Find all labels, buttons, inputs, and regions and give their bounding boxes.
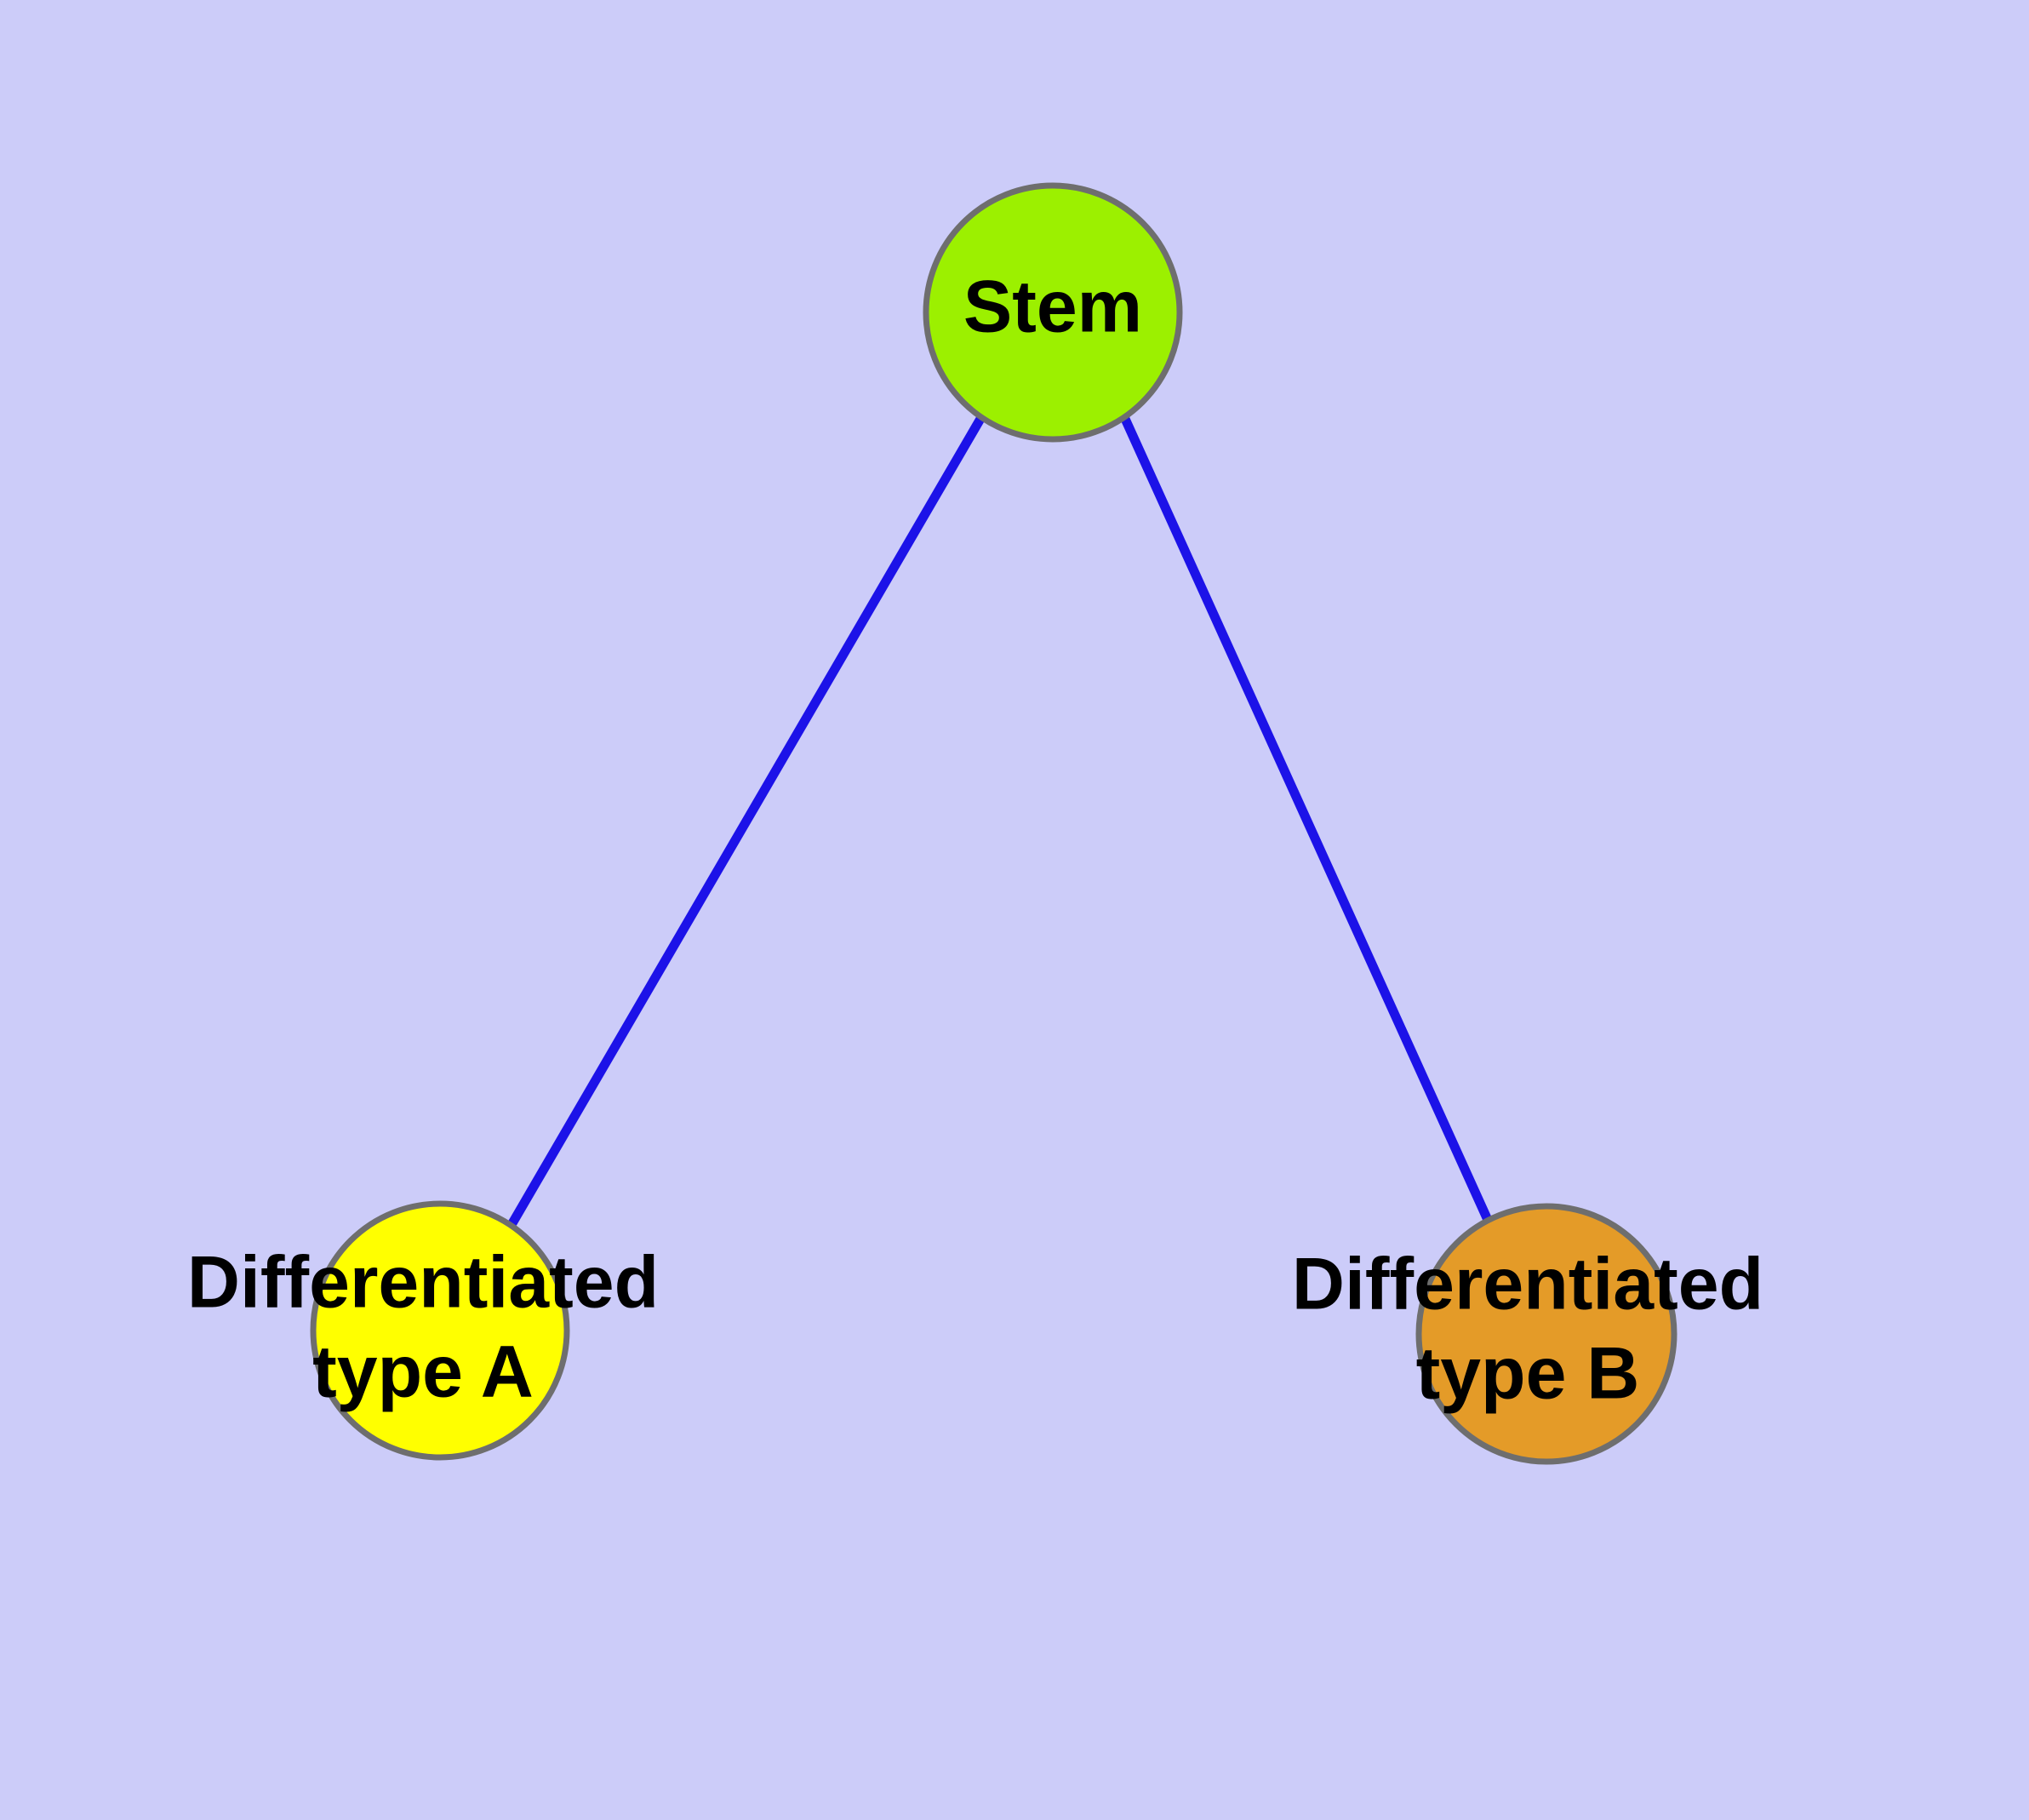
node-label-differentiated-type-b-line2: type B [1416, 1333, 1640, 1415]
node-label-differentiated-type-b-line1: Differentiated [1292, 1244, 1763, 1325]
node-differentiated-type-a[interactable] [310, 1200, 570, 1461]
node-label-differentiated-type-a-line2: type A [312, 1331, 534, 1413]
node-differentiated-type-b[interactable] [1415, 1203, 1677, 1465]
edge-stem-to-differentiated-type-a [508, 416, 985, 1226]
labels-layer: Stem Differentiated type A Differentiate… [187, 266, 1763, 1415]
node-label-stem: Stem [963, 266, 1142, 348]
node-stem[interactable] [923, 182, 1183, 443]
nodes-layer [310, 182, 1677, 1465]
edges-layer [508, 416, 1493, 1226]
node-label-differentiated-type-a-line1: Differentiated [187, 1242, 659, 1324]
edge-stem-to-differentiated-type-b [1120, 416, 1493, 1222]
